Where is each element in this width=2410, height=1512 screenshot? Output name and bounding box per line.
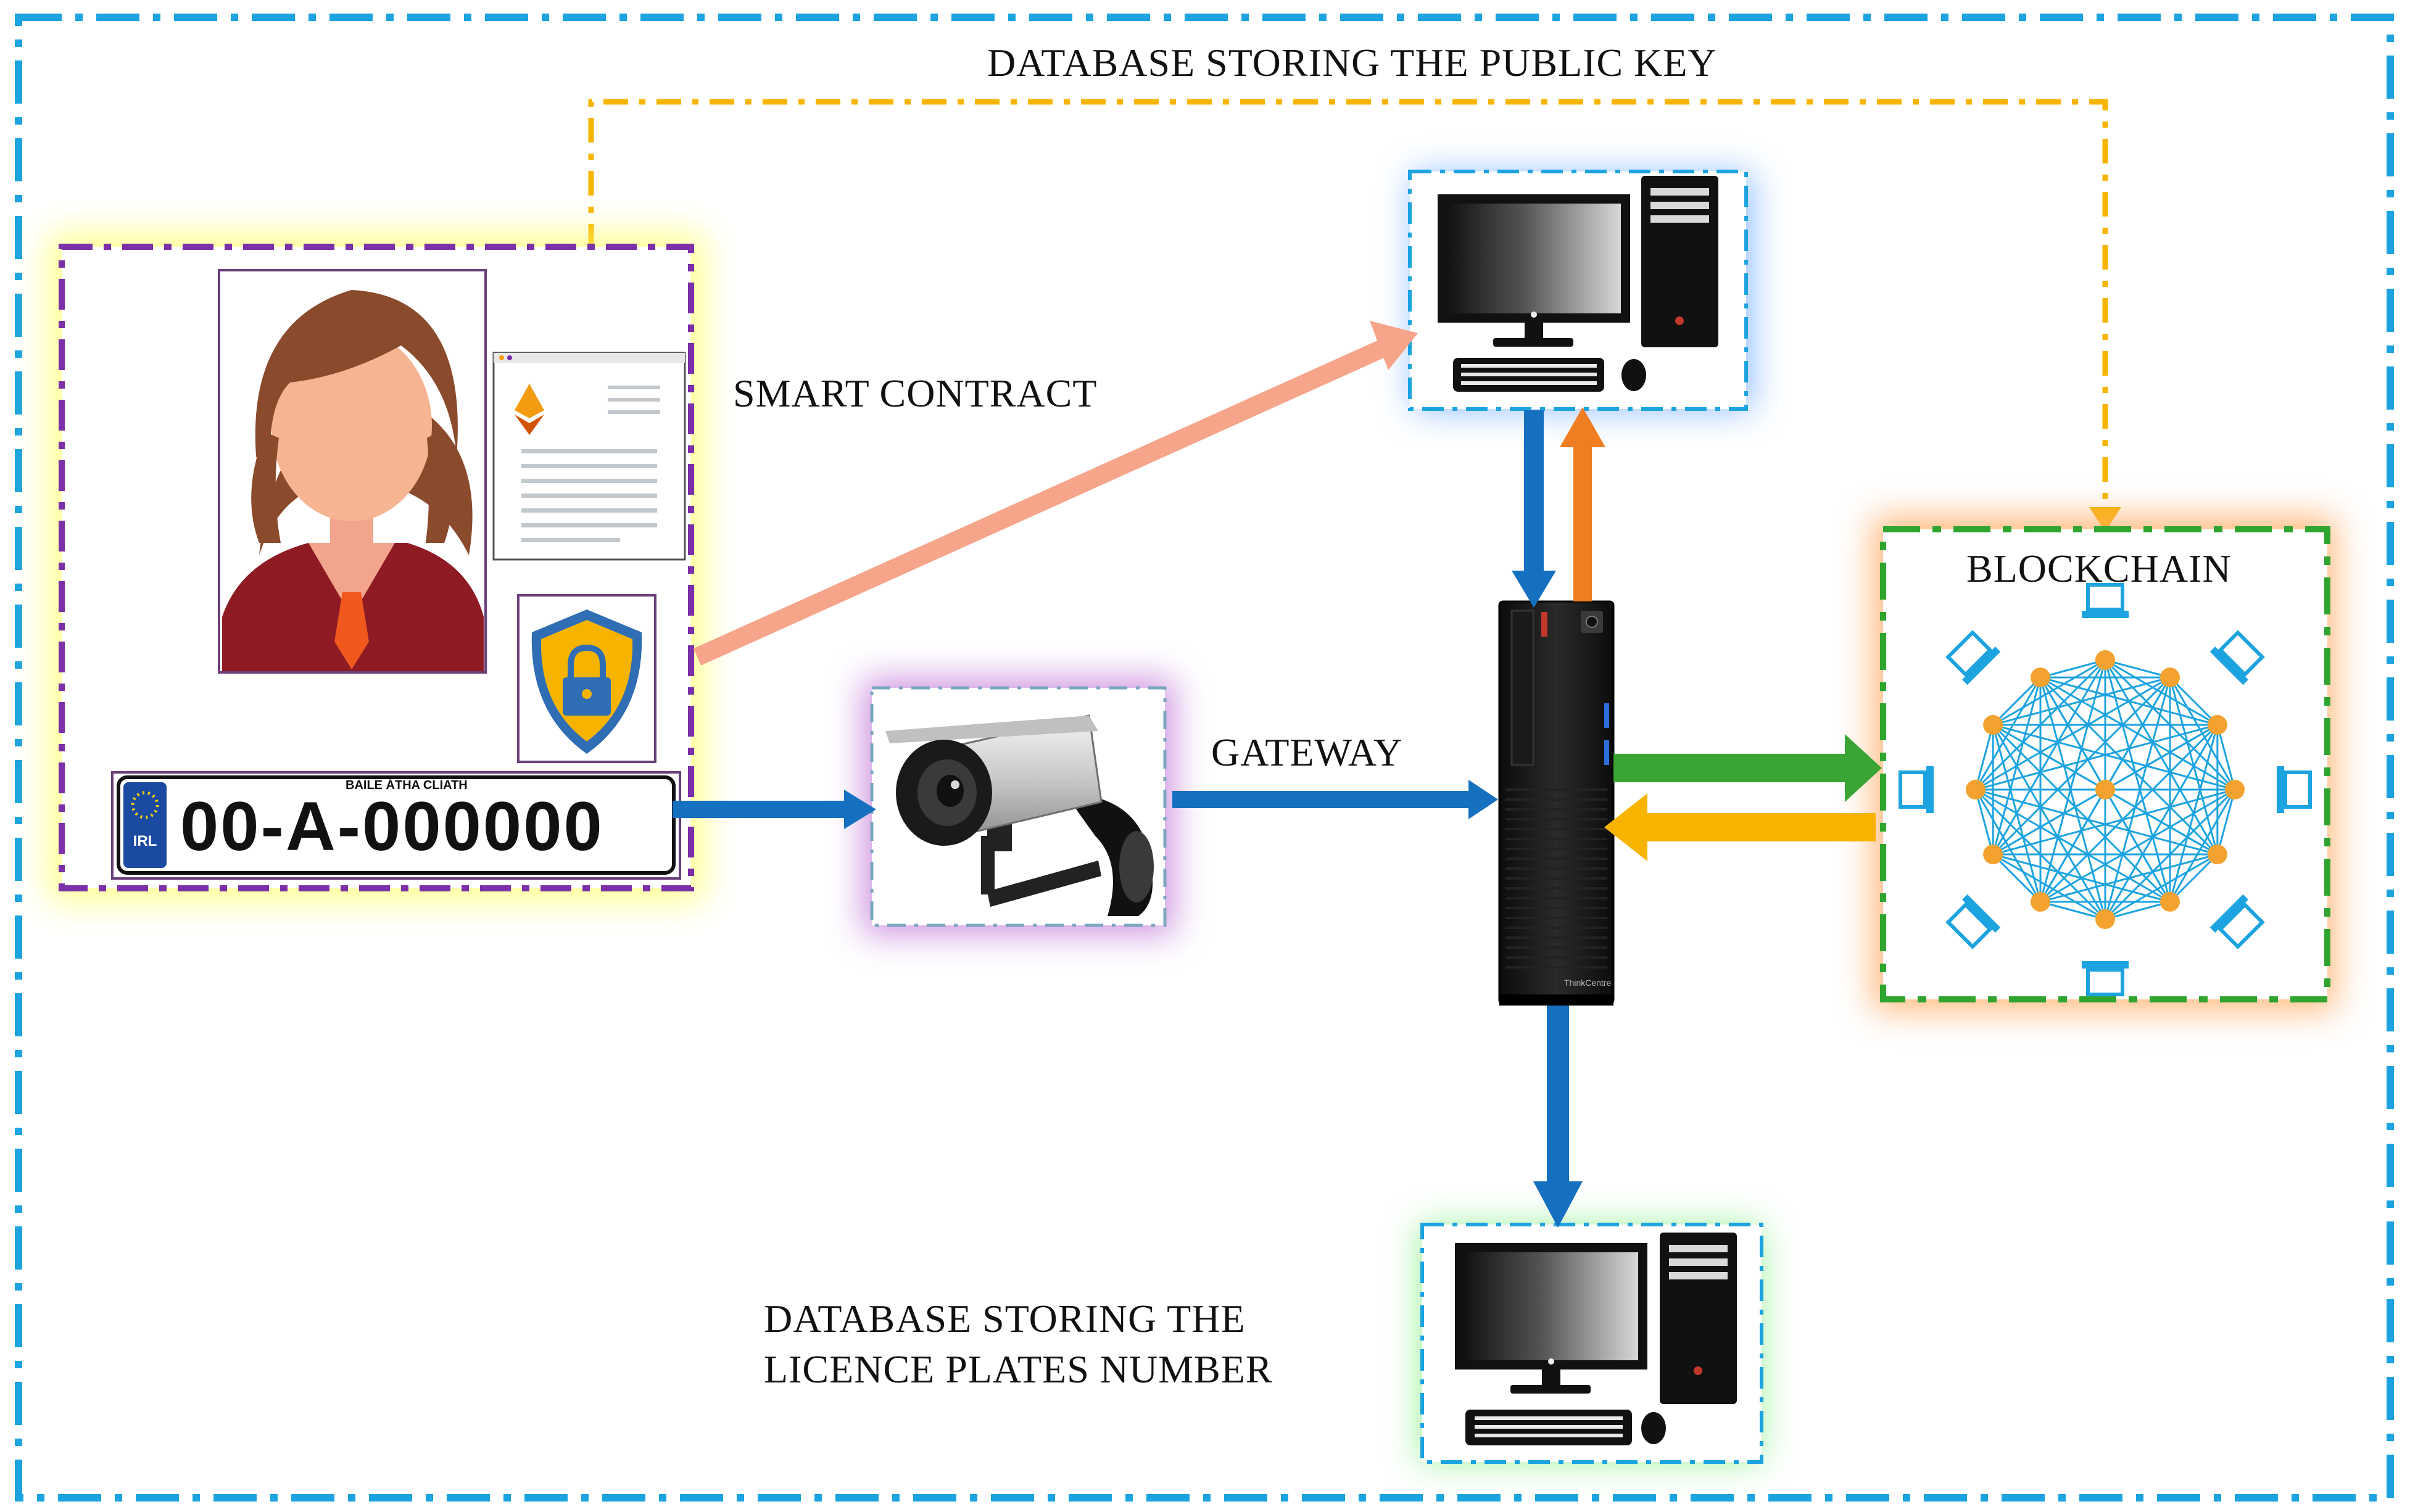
shield-lock-icon — [517, 594, 656, 763]
computer-to-gateway-arrow — [1512, 410, 1556, 608]
plates-db-label-line2: LICENCE PLATES NUMBER — [764, 1347, 1273, 1391]
smart-contract-arrow — [693, 321, 1418, 666]
outer-boundary — [15, 14, 2394, 1502]
laptop-node-icon — [2209, 630, 2265, 685]
coin-node-icon — [2031, 891, 2050, 912]
laptop-node-icon — [1899, 766, 1934, 813]
blockchain-label: BLOCKCHAIN — [1966, 547, 2232, 590]
bottom-computer-group — [1419, 1223, 1763, 1464]
public-key-db-label: DATABASE STORING THE PUBLIC KEY — [987, 41, 1717, 85]
coin-node-icon — [2095, 650, 2115, 670]
person-avatar-icon — [218, 269, 487, 674]
laptop-node-icon — [2082, 583, 2129, 618]
coin-node-icon — [2225, 780, 2245, 799]
camera-group — [863, 679, 1174, 935]
plates-db-label-line1: DATABASE STORING THE — [764, 1297, 1246, 1341]
laptop-node-icon — [1945, 630, 2001, 685]
coin-node-icon — [2160, 667, 2180, 688]
plate-to-camera-arrow — [673, 790, 876, 829]
blockchain-to-gateway-arrow — [1604, 793, 1876, 861]
plate-region-text: BAILE ÁTHA CLIATH — [346, 779, 468, 792]
plate-country-code: IRL — [133, 833, 157, 849]
gateway-to-computer-arrow — [1560, 407, 1605, 601]
coin-node-icon — [2207, 715, 2227, 735]
blockchain-network-icon — [1899, 583, 2312, 996]
coin-node-icon — [2095, 780, 2115, 799]
gateway-to-blockchain-arrow — [1613, 734, 1882, 802]
laptop-node-icon — [2209, 894, 2265, 949]
top-computer-group — [1408, 170, 1752, 411]
server-brand: ThinkCentre — [1564, 978, 1612, 988]
laptop-node-icon — [2082, 961, 2129, 996]
camera-to-gateway-arrow — [1172, 780, 1498, 819]
coin-node-icon — [2095, 909, 2115, 929]
blockchain-group — [1873, 517, 2335, 1010]
eu-band — [123, 782, 167, 868]
server-tower-icon — [1498, 600, 1615, 1006]
id-card-border — [59, 244, 694, 891]
blockchain-border — [1880, 526, 2330, 1002]
gateway-label: GATEWAY — [1211, 730, 1403, 774]
coin-node-icon — [2207, 845, 2227, 864]
smart-contract-label: SMART CONTRACT — [733, 371, 1098, 415]
smart-contract-document-icon — [492, 352, 686, 561]
public-key-link — [588, 99, 2108, 509]
laptop-node-icon — [1945, 894, 2001, 949]
coin-node-icon — [1983, 845, 2003, 864]
coin-node-icon — [2160, 891, 2180, 912]
coin-node-icon — [1983, 715, 2003, 735]
license-plate — [117, 775, 676, 875]
coin-node-icon — [2031, 667, 2050, 688]
desktop-computer-icon — [1438, 176, 1718, 392]
laptop-node-icon — [2277, 766, 2312, 813]
coin-node-icon — [1966, 780, 1986, 799]
gateway-to-database-arrow — [1533, 1006, 1583, 1228]
plate-number: 00-A-000000 — [180, 788, 604, 865]
security-camera-icon — [885, 714, 1154, 916]
id-card-group — [49, 234, 703, 901]
desktop-computer-icon — [1455, 1233, 1737, 1445]
